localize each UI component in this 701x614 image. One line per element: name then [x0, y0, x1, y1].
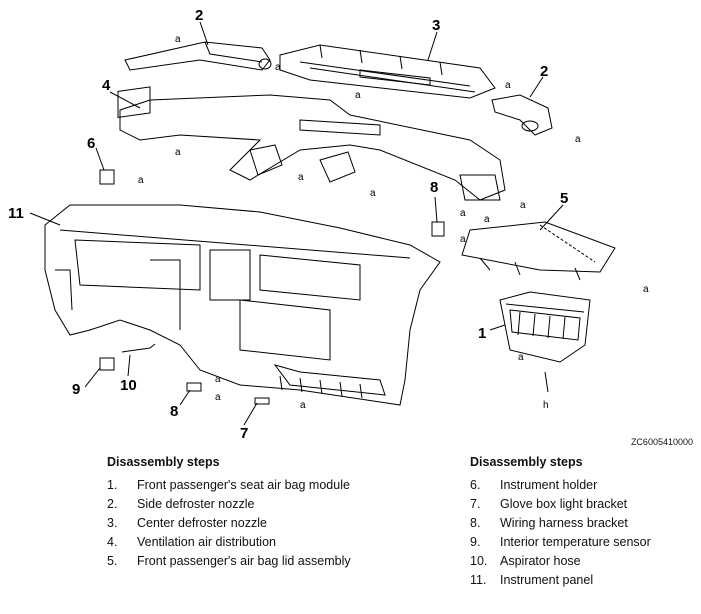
svg-text:a: a — [460, 208, 466, 219]
step-text: Wiring harness bracket — [500, 516, 628, 530]
side-defroster-nozzle-right — [491, 94, 553, 136]
step-row: 3. Center defroster nozzle — [107, 516, 351, 535]
step-number: 9. — [470, 535, 481, 549]
glove-box-light-bracket — [186, 382, 202, 392]
svg-text:a: a — [370, 188, 376, 199]
step-number: 3. — [107, 516, 118, 530]
step-number: 7. — [470, 497, 481, 511]
step-number: 10. — [470, 554, 488, 568]
step-row: 5. Front passenger's air bag lid assembly — [107, 554, 351, 573]
step-number: 2. — [107, 497, 118, 511]
side-defroster-nozzle-left — [124, 41, 272, 71]
svg-text:a: a — [518, 352, 524, 363]
step-text: Ventilation air distribution — [137, 535, 276, 549]
instrument-panel — [44, 204, 441, 406]
step-number: 11. — [470, 573, 487, 587]
step-row: 9. Interior temperature sensor — [470, 535, 651, 554]
step-row: 4. Ventilation air distribution — [107, 535, 351, 554]
step-row: 8. Wiring harness bracket — [470, 516, 651, 535]
air-bag-lid-assembly — [461, 221, 616, 281]
step-number: 8. — [470, 516, 481, 530]
callout-2-left: 2 — [195, 7, 203, 24]
callout-9: 9 — [72, 381, 80, 398]
svg-text:a: a — [175, 147, 181, 158]
svg-text:a: a — [460, 234, 466, 245]
step-row: 10. Aspirator hose — [470, 554, 651, 573]
step-text: Side defroster nozzle — [137, 497, 255, 511]
step-row: 11. Instrument panel — [470, 573, 651, 592]
svg-text:a: a — [215, 392, 221, 403]
step-text: Front passenger's seat air bag module — [137, 478, 350, 492]
svg-text:a: a — [175, 34, 181, 45]
step-number: 6. — [470, 478, 481, 492]
step-number: 5. — [107, 554, 118, 568]
wiring-harness-bracket-lower — [254, 397, 270, 405]
step-text: Interior temperature sensor — [500, 535, 651, 549]
callout-6: 6 — [87, 135, 95, 152]
disassembly-steps-left: Disassembly steps 1. Front passenger's se… — [107, 455, 351, 573]
figure-code: ZC6005410000 — [630, 437, 693, 447]
steps-heading-right: Disassembly steps — [470, 455, 583, 469]
svg-text:a: a — [643, 284, 649, 295]
svg-text:a: a — [484, 214, 490, 225]
callout-3: 3 — [432, 17, 440, 34]
callout-8-right: 8 — [430, 179, 438, 196]
interior-temperature-sensor — [99, 357, 115, 371]
callout-2-right: 2 — [540, 63, 548, 80]
svg-text:a: a — [138, 175, 144, 186]
svg-text:a: a — [275, 62, 281, 73]
svg-text:a: a — [215, 374, 221, 385]
instrument-holder — [99, 169, 115, 185]
wiring-harness-bracket — [431, 221, 445, 237]
ventilation-air-distribution — [117, 86, 506, 201]
step-text: Aspirator hose — [500, 554, 581, 568]
step-number: 4. — [107, 535, 118, 549]
air-bag-module — [499, 291, 591, 393]
svg-text:a: a — [505, 80, 511, 91]
step-number: 1. — [107, 478, 118, 492]
svg-text:a: a — [298, 172, 304, 183]
svg-text:a: a — [355, 90, 361, 101]
step-text: Glove box light bracket — [500, 497, 628, 511]
svg-text:a: a — [300, 400, 306, 411]
callout-5: 5 — [560, 190, 568, 207]
center-defroster-nozzle — [279, 44, 496, 99]
fastener-a-labels: a a a a a a a a a a a a a a a a a a — [138, 34, 649, 411]
callout-11: 11 — [8, 205, 24, 222]
step-text: Front passenger's air bag lid assembly — [137, 554, 351, 568]
step-row: 1. Front passenger's seat air bag module — [107, 478, 351, 497]
callout-1: 1 — [478, 325, 486, 342]
callout-4: 4 — [102, 77, 111, 94]
aspirator-hose — [121, 343, 156, 353]
exploded-parts-diagram: 2 3 2 4 5 6 8 11 1 9 10 8 7 a a a a a a … — [8, 7, 649, 440]
callout-7: 7 — [240, 425, 248, 440]
svg-text:a: a — [520, 200, 526, 211]
callout-8-lower: 8 — [170, 403, 178, 420]
step-text: Instrument panel — [500, 573, 594, 587]
callout-10: 10 — [120, 377, 137, 394]
svg-text:a: a — [575, 134, 581, 145]
disassembly-steps-right: Disassembly steps 6. Instrument holder 7.… — [470, 455, 651, 592]
fastener-h-label: h — [543, 400, 549, 411]
step-text: Instrument holder — [500, 478, 598, 492]
step-text: Center defroster nozzle — [137, 516, 267, 530]
steps-heading-left: Disassembly steps — [107, 455, 220, 469]
step-row: 2. Side defroster nozzle — [107, 497, 351, 516]
step-row: 6. Instrument holder — [470, 478, 651, 497]
step-row: 7. Glove box light bracket — [470, 497, 651, 516]
leader-lines — [29, 21, 564, 426]
